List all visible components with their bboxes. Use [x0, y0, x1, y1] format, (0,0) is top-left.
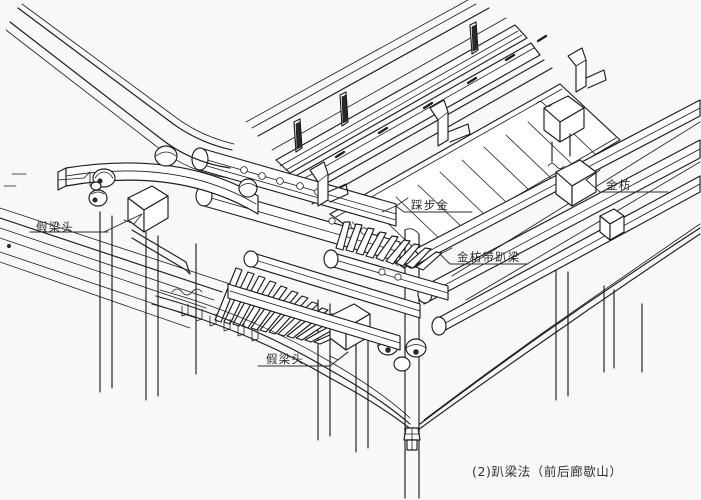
label-jialiangtou-left: 假梁头 [36, 220, 75, 234]
tenon-marks [334, 34, 548, 159]
bracket-arm-c [309, 161, 349, 207]
bracket-block-right-1 [543, 95, 585, 163]
short-post-c [469, 21, 479, 55]
bracket-arm-a [567, 47, 607, 93]
label-caibujin: 踩步金 [411, 198, 450, 212]
fan-rafter-support [323, 249, 449, 301]
left-eave-rail [5, 3, 235, 179]
eave-sweep-left [151, 289, 413, 431]
figure-caption: (2)趴梁法（前后廊歇山） [472, 464, 623, 479]
round-beam-heads-left-mid [154, 145, 258, 198]
right-tie-beam-mid [417, 139, 701, 305]
bracket-block-left-upper [127, 185, 169, 233]
eave-sweep-right [417, 223, 701, 431]
upper-ridge-purlin-group [245, 0, 553, 205]
eave-corner-tip [403, 427, 421, 451]
lower-crossing-beams [227, 250, 421, 351]
fan-rafters-upper [335, 221, 443, 271]
leader-lines [29, 169, 669, 367]
column-8 [603, 285, 615, 373]
construction-ticks [3, 173, 27, 248]
bracket-block-right-3 [599, 208, 625, 241]
tile-ends-left [181, 303, 259, 342]
short-post-b [339, 91, 349, 127]
bracket-arm-b [429, 99, 471, 147]
wave-connectors [535, 101, 565, 169]
bracket-block-right-2 [555, 159, 597, 207]
round-beam-head-left [88, 168, 116, 207]
left-strut-arms [131, 229, 191, 275]
label-jinfang-dai-paliang: 金枋带趴梁 [457, 250, 521, 264]
label-jinfang: 金枋 [606, 178, 632, 192]
label-jialiangtou-lower: 假梁头 [266, 352, 305, 366]
column-7 [555, 267, 569, 401]
short-post-a [293, 118, 303, 153]
under-eave-rafters-left [0, 207, 231, 329]
column-2 [145, 231, 159, 401]
